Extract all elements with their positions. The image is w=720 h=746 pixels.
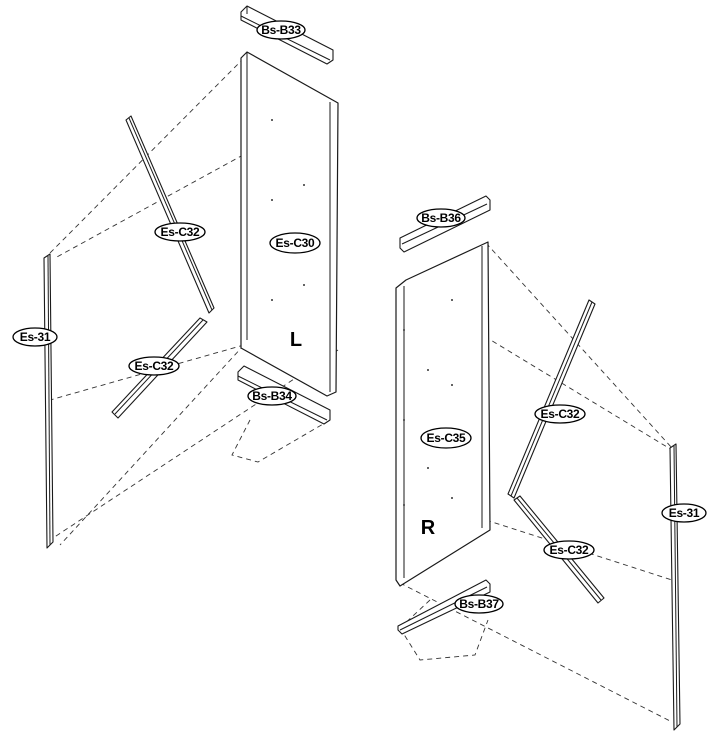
label-es-c32-lower-right-text: Es-C32 (550, 543, 590, 557)
label-bs-b34: Bs-B34 (247, 386, 297, 406)
rail-bs-b37 (397, 579, 491, 635)
label-es-c30: Es-C30 (269, 232, 321, 254)
label-bs-b34-text: Bs-B34 (252, 389, 292, 403)
label-bs-b37-text: Bs-B37 (459, 597, 499, 611)
upright-es-31-right (669, 443, 681, 731)
label-es-31-left: Es-31 (12, 327, 58, 347)
label-bs-b33-text: Bs-B33 (261, 23, 301, 37)
label-es-c35-text: Es-C35 (427, 431, 467, 445)
strut-es-c32-upper-right (507, 299, 596, 499)
label-es-31-right: Es-31 (661, 503, 707, 523)
label-es-c32-upper-right-text: Es-C32 (541, 407, 581, 421)
label-bs-b36-text: Bs-B36 (421, 211, 461, 225)
side-letter-right: R (421, 517, 436, 539)
label-es-c32-upper-right: Es-C32 (534, 404, 586, 424)
label-es-c32-lower-right: Es-C32 (543, 540, 595, 560)
label-es-c32-upper-left: Es-C32 (154, 222, 206, 242)
label-es-c32-lower-left-text: Es-C32 (135, 359, 175, 373)
upright-es-31-left (43, 253, 54, 549)
label-es-c30-text: Es-C30 (276, 236, 316, 250)
label-es-c35: Es-C35 (420, 427, 472, 449)
side-letter-left: L (290, 329, 302, 351)
label-es-31-left-text: Es-31 (20, 330, 51, 344)
panel-es-c30 (240, 51, 339, 397)
label-es-c32-upper-left-text: Es-C32 (161, 225, 201, 239)
label-bs-b37: Bs-B37 (454, 594, 504, 614)
strut-es-c32-upper-left (125, 115, 215, 314)
label-es-c32-lower-left: Es-C32 (128, 356, 180, 376)
label-bs-b33: Bs-B33 (256, 20, 306, 40)
label-es-31-right-text: Es-31 (669, 506, 700, 520)
panel-es-c35 (395, 241, 491, 587)
label-bs-b36: Bs-B36 (416, 208, 466, 228)
